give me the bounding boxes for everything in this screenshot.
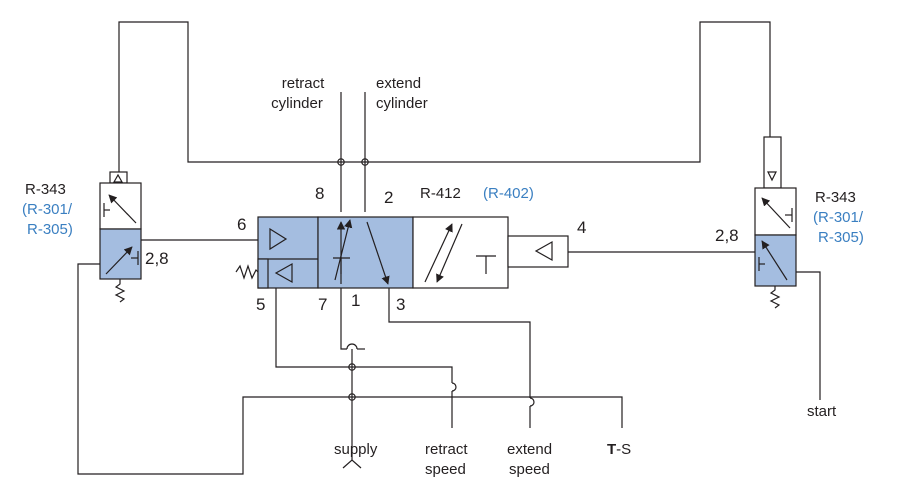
extend-speed-label: extend (507, 441, 552, 458)
main-valve-model-label: R-412 (420, 185, 461, 202)
ts-label-rest: -S (616, 441, 631, 458)
right-valve-ports-label: 2,8 (715, 226, 739, 245)
pilot-small-block (257, 258, 269, 289)
start-line (785, 271, 821, 400)
extend-cylinder-label: extend (376, 75, 421, 92)
flow-arrow-icon (366, 221, 390, 285)
supply-symbol (342, 459, 362, 469)
top-pilot-line (118, 21, 771, 172)
right-valve-alt-label-1: (R-301/ (813, 209, 864, 226)
extend-speed-label-2: speed (509, 461, 550, 478)
retract-cylinder-label-2: cylinder (271, 95, 323, 112)
left-valve-alt-label-2: R-305) (27, 221, 73, 238)
supply-label: supply (334, 441, 378, 458)
port-2-label: 2 (384, 188, 393, 207)
left-valve-alt-label-1: (R-301/ (22, 201, 73, 218)
main-valve-alt-label: (R-402) (483, 185, 534, 202)
extend-speed-hop (529, 397, 535, 407)
port-3-line (388, 288, 531, 398)
retract-speed-hop (451, 382, 457, 392)
main-valve[interactable] (235, 216, 569, 289)
flow-arrow-icon (424, 223, 453, 283)
port-4-label: 4 (577, 218, 586, 237)
right-valve-pilot-tube (763, 136, 782, 189)
port-8-label: 8 (315, 184, 324, 203)
spring-icon (235, 264, 259, 280)
right-valve[interactable] (754, 136, 797, 309)
labels: retract cylinder extend cylinder R-412 (… (22, 75, 864, 478)
right-valve-model-label: R-343 (815, 189, 856, 206)
left-valve-pilot-cap (109, 171, 128, 184)
left-valve-bottom-position (99, 228, 142, 280)
pilot-triangle-icon (112, 173, 124, 183)
flow-arrow-icon (334, 219, 353, 281)
pilot-arrow-right-icon (269, 227, 288, 251)
port-3-label: 3 (396, 295, 405, 314)
ts-label: T-S (607, 441, 631, 458)
right-valve-alt-label-2: R-305) (818, 229, 864, 246)
spring-icon (114, 279, 126, 303)
crossover-circle (361, 158, 369, 166)
pilot-arrow-left-icon (274, 262, 293, 284)
retract-speed-label-2: speed (425, 461, 466, 478)
pilot-arrow-left-icon (534, 240, 553, 262)
flow-arrow-icon (761, 240, 788, 281)
port-5-line (275, 288, 453, 383)
flow-arrow-icon (761, 197, 791, 229)
port-1-label: 1 (351, 291, 360, 310)
left-valve-supply-line (77, 263, 352, 475)
crossover-circle (337, 158, 345, 166)
port-5-label: 5 (256, 295, 265, 314)
ts-label-bold: T (607, 441, 616, 458)
pilot-triangle-icon (767, 171, 777, 182)
supply-junction (348, 363, 356, 371)
port-7-label: 7 (318, 295, 327, 314)
retract-speed-label: retract (425, 441, 468, 458)
left-valve[interactable] (99, 171, 142, 303)
start-label: start (807, 403, 837, 420)
main-valve-active-position (317, 216, 414, 289)
supply-hop (346, 343, 358, 350)
extend-cylinder-label-2: cylinder (376, 95, 428, 112)
spring-icon (769, 286, 781, 309)
flow-arrow-icon (105, 246, 133, 275)
right-valve-bottom-position (754, 234, 797, 287)
flow-arrow-icon (436, 223, 463, 283)
left-valve-ports-label: 2,8 (145, 249, 169, 268)
ts-supply-line (352, 396, 623, 428)
port-6-label: 6 (237, 215, 246, 234)
piping (77, 21, 821, 475)
port-1-line (340, 288, 347, 350)
left-valve-model-label: R-343 (25, 181, 66, 198)
flow-arrow-icon (108, 194, 137, 224)
retract-cylinder-label: retract (282, 75, 325, 92)
